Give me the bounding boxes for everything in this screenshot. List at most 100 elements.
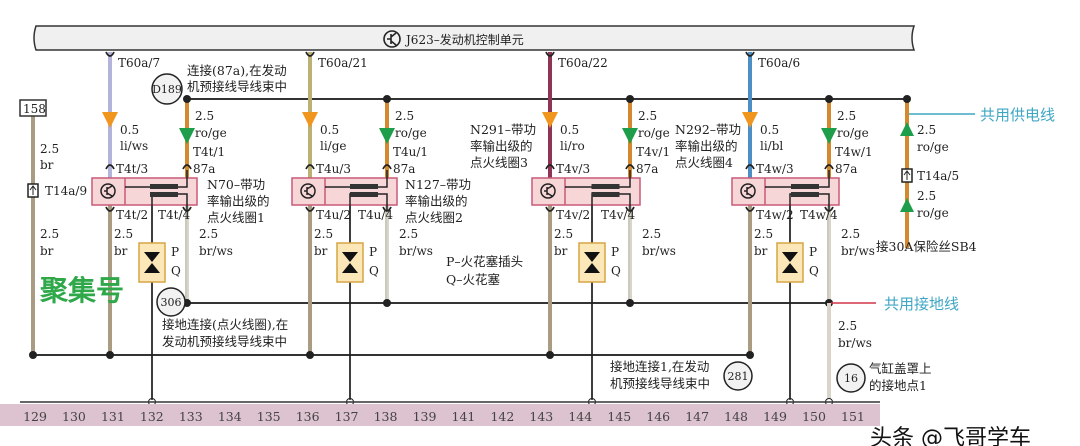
pin-label: T4v/4: [601, 208, 635, 222]
wire-color: li/ws: [120, 139, 148, 153]
coil-name: N291–带功: [470, 122, 536, 137]
ecu-bar: J623–发动机控制单元: [33, 25, 916, 51]
wire-size: 2.5: [199, 227, 218, 241]
wire-size: 2.5: [40, 142, 59, 156]
splice-dot: [306, 351, 314, 359]
wire-size: 2.5: [917, 189, 936, 203]
ruler-number: 150: [802, 409, 826, 424]
ruler-number: 136: [296, 409, 320, 424]
ignition-coil-4: T60a/60.5li/bl2.5ro/geT4w/187aT4w/3T4w/2…: [675, 51, 875, 406]
ignition-coil-2: T60a/210.5li/ge2.5ro/geT4u/187aT4u/3T4u/…: [291, 51, 471, 406]
ecu-pin-label: T60a/7: [118, 56, 160, 70]
g281-id: 281: [728, 370, 749, 383]
coil-name: 点火线圈1: [207, 210, 265, 225]
wire-color: ro/ge: [917, 140, 949, 154]
wire-size: 0.5: [320, 123, 339, 137]
coil-box: [291, 177, 398, 206]
ruler-number: 130: [62, 409, 86, 424]
coil-name: 率输出级的: [675, 139, 738, 154]
common-supply-label: 共用供电线: [980, 106, 1055, 124]
arrow-down-icon: [102, 112, 118, 128]
splice-dot: [825, 95, 833, 103]
splice-dot: [383, 299, 391, 307]
legend-q: Q–火花塞: [446, 272, 500, 287]
wire-color: ro/ge: [917, 206, 949, 220]
arrow-up-icon: [900, 198, 914, 212]
coil-name: 率输出级的: [405, 194, 468, 209]
ruler-number: 145: [607, 409, 631, 424]
wire-color: br/ws: [199, 244, 233, 258]
coil-box: [91, 177, 198, 206]
coil-name: N292–带功: [675, 122, 741, 137]
pin-icon: [824, 206, 834, 212]
ruler-number: 148: [724, 409, 748, 424]
pin-icon: [745, 51, 755, 57]
g306-id: 306: [161, 296, 182, 309]
coil-name: N127–带功: [405, 177, 471, 192]
pin-label: T4t/1: [193, 145, 225, 159]
spark-plug-icon: [584, 252, 600, 273]
transistor-icon: [383, 30, 401, 48]
splice-d189: D189 连接(87a),在发动 机预接线导线束中: [151, 63, 287, 105]
wire-color: br: [40, 244, 54, 258]
ecu-pin-label: T60a/21: [318, 56, 368, 70]
ruler-number: 129: [23, 409, 47, 424]
pin-icon: [105, 206, 115, 212]
arrow-down-icon: [302, 112, 318, 128]
pin-label: T4w/2: [756, 208, 794, 222]
splice-dot: [383, 95, 391, 103]
pin-icon: [745, 206, 755, 212]
connector-icon: [901, 168, 913, 183]
coil-name: 率输出级的: [470, 139, 533, 154]
ruler-number: 142: [490, 409, 514, 424]
g306-desc: 接地连接(点火线圈),在: [162, 317, 288, 332]
pin-icon: [305, 51, 315, 57]
wire-color: ro/ge: [837, 126, 869, 140]
wire-size: 0.5: [760, 123, 779, 137]
transistor-icon: [740, 183, 756, 199]
wire-size: 2.5: [395, 109, 414, 123]
splice-dot: [626, 95, 634, 103]
ruler-number: 143: [529, 409, 553, 424]
pin-icon: [545, 164, 555, 170]
plug-label: P: [171, 245, 179, 259]
wire-color: li/ge: [320, 139, 347, 153]
plug-label: Q: [809, 264, 819, 278]
wire-size: 2.5: [399, 227, 418, 241]
ruler-number: 139: [413, 409, 437, 424]
wire-size: 2.5: [838, 319, 857, 333]
g281-desc: 接地连接1,在发动: [610, 359, 709, 374]
wire-size: 2.5: [638, 109, 657, 123]
coil-name: 点火线圈4: [675, 155, 733, 170]
ecu-pin-label: T60a/22: [558, 56, 608, 70]
ecu-title: J623–发动机控制单元: [404, 32, 524, 47]
transistor-icon: [300, 183, 316, 199]
wire-color: br: [754, 244, 768, 258]
d189-id: D189: [152, 83, 182, 96]
pin-label: T4w/1: [835, 145, 873, 159]
pin-icon: [105, 164, 115, 170]
ruler-number: 134: [218, 409, 242, 424]
splice-dot: [746, 351, 754, 359]
wire-color: ro/ge: [195, 126, 227, 140]
pin-icon: [382, 164, 392, 170]
pin-label: T4w/3: [756, 162, 794, 176]
wire-size: 2.5: [917, 123, 936, 137]
wire-size: 2.5: [195, 109, 214, 123]
plug-label: P: [809, 245, 817, 259]
pin-label: T4w/4: [800, 208, 838, 222]
ruler-number: 138: [374, 409, 398, 424]
plug-label: P: [369, 245, 377, 259]
connector-t14a5: T14a/5: [917, 169, 959, 183]
wire-size: 2.5: [642, 227, 661, 241]
ecu-pin-label: T60a/6: [758, 56, 800, 70]
g16-desc: 气缸盖罩上: [869, 361, 932, 376]
wire-size: 2.5: [314, 227, 333, 241]
ruler-number: 135: [257, 409, 281, 424]
g281-desc: 机预接线导线束中: [610, 376, 710, 391]
ruler-number: 144: [568, 409, 592, 424]
g306-desc: 发动机预接线导线束中: [162, 334, 287, 349]
wire-color: br/ws: [841, 244, 875, 258]
wire-color: ro/ge: [395, 126, 427, 140]
